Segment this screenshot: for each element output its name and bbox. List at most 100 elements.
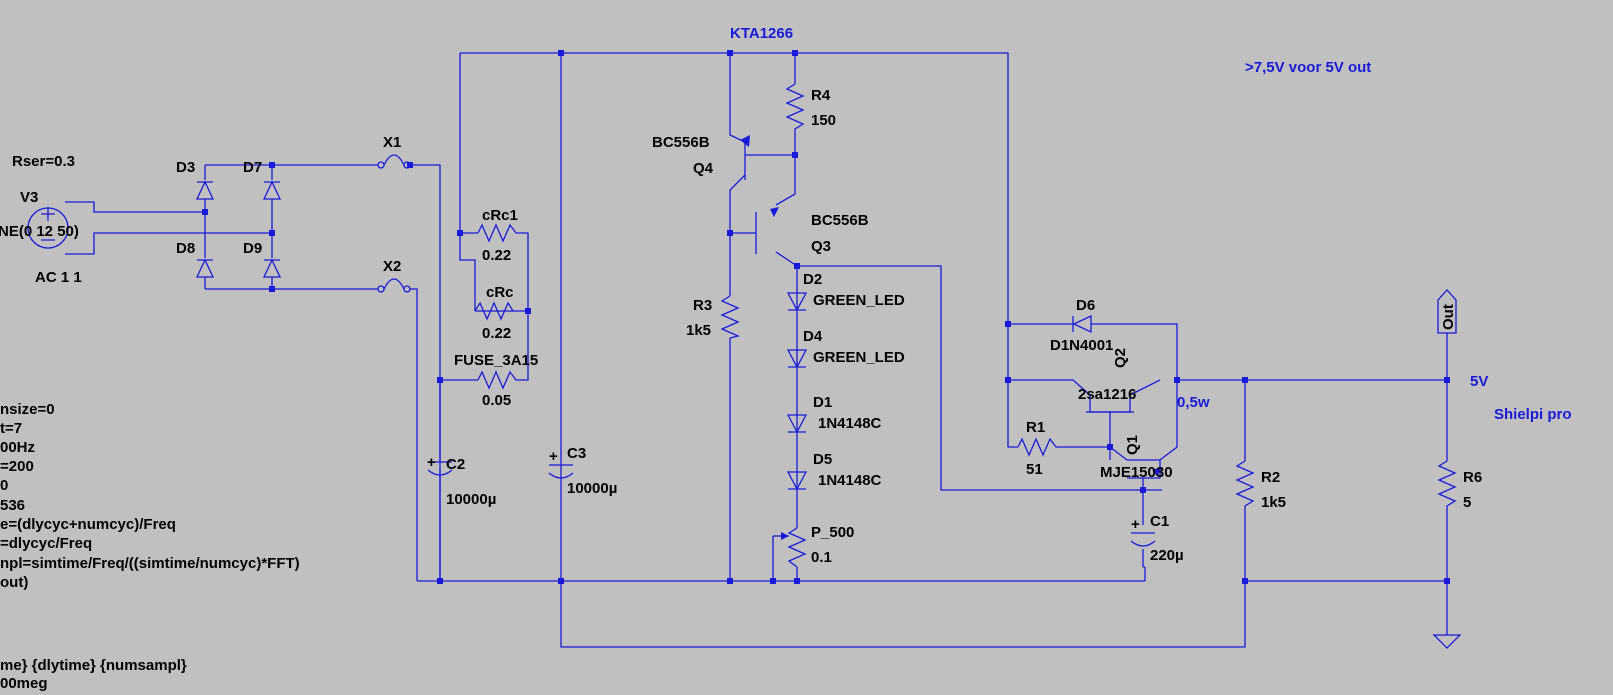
label-crc: cRc	[486, 284, 514, 301]
capacitor-c2-symbol[interactable]: +	[427, 454, 453, 488]
label-r4: R4	[811, 87, 831, 104]
diode-d8-symbol[interactable]	[195, 258, 215, 278]
resistor-r2-symbol[interactable]	[1235, 460, 1255, 512]
directive-line: 00meg	[0, 675, 48, 692]
net-label-5v: 5V	[1470, 373, 1488, 390]
directive-line: t=7	[0, 420, 22, 437]
label-d3: D3	[176, 159, 195, 176]
capacitor-c1-symbol[interactable]: +	[1130, 516, 1156, 547]
directive-line: me} {dlytime} {numsampl}	[0, 657, 187, 674]
label-c2: C2	[446, 456, 465, 473]
label-p500: P_500	[811, 524, 854, 541]
transistor-q4-symbol[interactable]	[740, 135, 766, 180]
directive-line: =dlycyc/Freq	[0, 535, 92, 552]
label-crc1: cRc1	[482, 207, 518, 224]
label-d8: D8	[176, 240, 195, 257]
directive-line: e=(dlycyc+numcyc)/Freq	[0, 516, 176, 533]
label-c3-value: 10000µ	[567, 480, 617, 497]
note-right: Shielpi pro	[1494, 406, 1572, 423]
label-q3-type: BC556B	[811, 212, 869, 229]
diode-d1-symbol[interactable]	[786, 414, 808, 434]
transistor-q2-symbol[interactable]	[1086, 395, 1134, 413]
label-q2-type: 2sa1216	[1078, 386, 1136, 403]
label-d5-value: 1N4148C	[818, 472, 882, 489]
net-label-0-5w: 0,5w	[1177, 394, 1210, 411]
transistor-q1-symbol[interactable]	[1127, 459, 1162, 479]
label-rser: Rser=0.3	[12, 153, 75, 170]
label-crc1-value: 0.22	[482, 247, 511, 264]
label-r3: R3	[693, 297, 712, 314]
label-d4: D4	[803, 328, 823, 345]
directive-line: 536	[0, 497, 25, 514]
led-d2-symbol[interactable]	[786, 292, 808, 312]
label-c2-value: 10000µ	[446, 491, 496, 508]
label-x1: X1	[383, 134, 401, 151]
directive-line: =200	[0, 458, 34, 475]
voltage-source-v3[interactable]	[27, 207, 69, 249]
label-d1: D1	[813, 394, 832, 411]
led-d4-symbol[interactable]	[786, 349, 808, 369]
label-v3-ac: AC 1 1	[35, 269, 82, 286]
resistor-crc1-symbol[interactable]	[477, 223, 520, 243]
directive-line: 00Hz	[0, 439, 35, 456]
label-r1: R1	[1026, 419, 1045, 436]
label-v3-value: NE(0 12 50)	[0, 223, 79, 240]
out-flag[interactable]: Out	[1437, 289, 1457, 334]
diode-d7-symbol[interactable]	[262, 180, 282, 200]
diode-d3-symbol[interactable]	[195, 180, 215, 200]
label-q3: Q3	[811, 238, 831, 255]
label-q1-type: MJE15030	[1100, 464, 1173, 481]
transistor-q3-symbol[interactable]	[755, 207, 779, 254]
label-d4-value: GREEN_LED	[813, 349, 905, 366]
label-v3: V3	[20, 189, 38, 206]
svg-text:+: +	[427, 454, 436, 471]
label-r6-value: 5	[1463, 494, 1471, 511]
diode-d6-symbol[interactable]	[1072, 314, 1092, 334]
directive-line: out)	[0, 574, 28, 591]
label-r1-value: 51	[1026, 461, 1043, 478]
net-label-kta1266: KTA1266	[730, 25, 793, 42]
diode-d9-symbol[interactable]	[262, 258, 282, 278]
label-x2: X2	[383, 258, 401, 275]
resistor-r6-symbol[interactable]	[1437, 460, 1457, 512]
out-flag-label: Out	[1440, 304, 1457, 330]
directive-line: nsize=0	[0, 401, 55, 418]
label-d1-value: 1N4148C	[818, 415, 882, 432]
resistor-r4-symbol[interactable]	[785, 83, 805, 134]
label-fuse-3a15-value: 0.05	[482, 392, 511, 409]
resistor-crc-symbol[interactable]	[474, 301, 514, 321]
label-r2-value: 1k5	[1261, 494, 1286, 511]
resistor-fuse-3a15-symbol[interactable]	[477, 370, 520, 390]
note-top: >7,5V voor 5V out	[1245, 59, 1371, 76]
label-d6: D6	[1076, 297, 1095, 314]
potentiometer-p500-symbol[interactable]	[773, 527, 807, 568]
label-d5: D5	[813, 451, 832, 468]
label-r4-value: 150	[811, 112, 836, 129]
resistor-r3-symbol[interactable]	[720, 295, 741, 339]
directive-line: 0	[0, 477, 8, 494]
label-q4: Q4	[693, 160, 714, 177]
ground-symbol	[1432, 634, 1462, 649]
label-d7: D7	[243, 159, 262, 176]
svg-text:+: +	[549, 448, 558, 465]
directive-line: npl=simtime/Freq/((simtime/numcyc)*FFT)	[0, 555, 300, 572]
spice-directives[interactable]: nsize=0 t=7 00Hz =200 0 536 e=(dlycyc+nu…	[0, 401, 300, 692]
label-r6: R6	[1463, 469, 1482, 486]
label-r2: R2	[1261, 469, 1280, 486]
junctions	[202, 50, 1450, 584]
label-c1-value: 220µ	[1150, 547, 1184, 564]
label-r3-value: 1k5	[686, 322, 711, 339]
label-c1: C1	[1150, 513, 1169, 530]
resistor-r1-symbol[interactable]	[1017, 437, 1060, 457]
fuse-x1-symbol[interactable]	[377, 154, 411, 169]
label-d2-value: GREEN_LED	[813, 292, 905, 309]
label-d6-value: D1N4001	[1050, 337, 1113, 354]
labels: KTA1266 >7,5V voor 5V out Shielpi pro 5V…	[0, 25, 1572, 566]
capacitor-c3-symbol[interactable]: +	[548, 448, 574, 479]
fuse-x2-symbol[interactable]	[377, 278, 411, 293]
label-q1: Q1	[1124, 435, 1141, 455]
diode-d5-symbol[interactable]	[786, 471, 808, 491]
label-q4-type: BC556B	[652, 134, 710, 151]
